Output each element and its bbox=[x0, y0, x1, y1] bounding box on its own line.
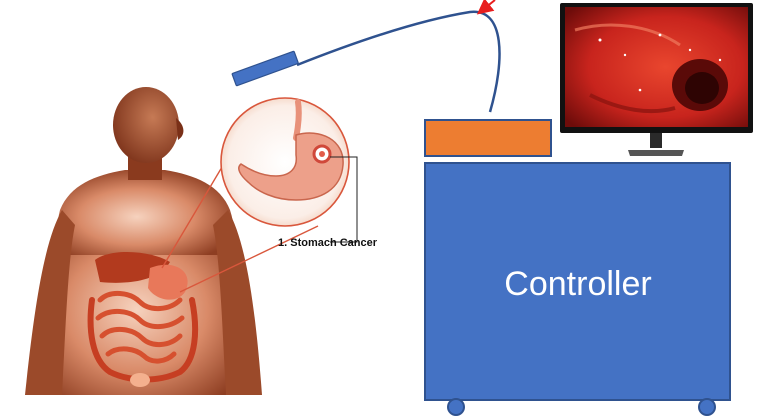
stomach bbox=[148, 265, 188, 300]
controller: Controller bbox=[425, 120, 730, 415]
controller-top-unit bbox=[425, 120, 551, 156]
endoscope bbox=[232, 0, 500, 112]
controller-wheel-left bbox=[448, 399, 464, 415]
endoscope-cable bbox=[297, 12, 500, 112]
controller-label: Controller bbox=[504, 265, 651, 303]
monitor-stand-neck bbox=[650, 133, 662, 148]
controller-wheel-right bbox=[699, 399, 715, 415]
stomach-zoom-circle bbox=[221, 98, 349, 226]
esophagus bbox=[296, 102, 299, 138]
monitor-stand-base bbox=[628, 150, 684, 156]
insertion-arrow bbox=[480, 0, 495, 12]
monitor bbox=[560, 3, 753, 156]
callout-label: 1. Stomach Cancer bbox=[278, 237, 378, 249]
human-body-figure bbox=[25, 87, 262, 395]
endoscope-tip bbox=[232, 51, 298, 86]
shoulders bbox=[58, 170, 234, 255]
head bbox=[113, 87, 179, 163]
